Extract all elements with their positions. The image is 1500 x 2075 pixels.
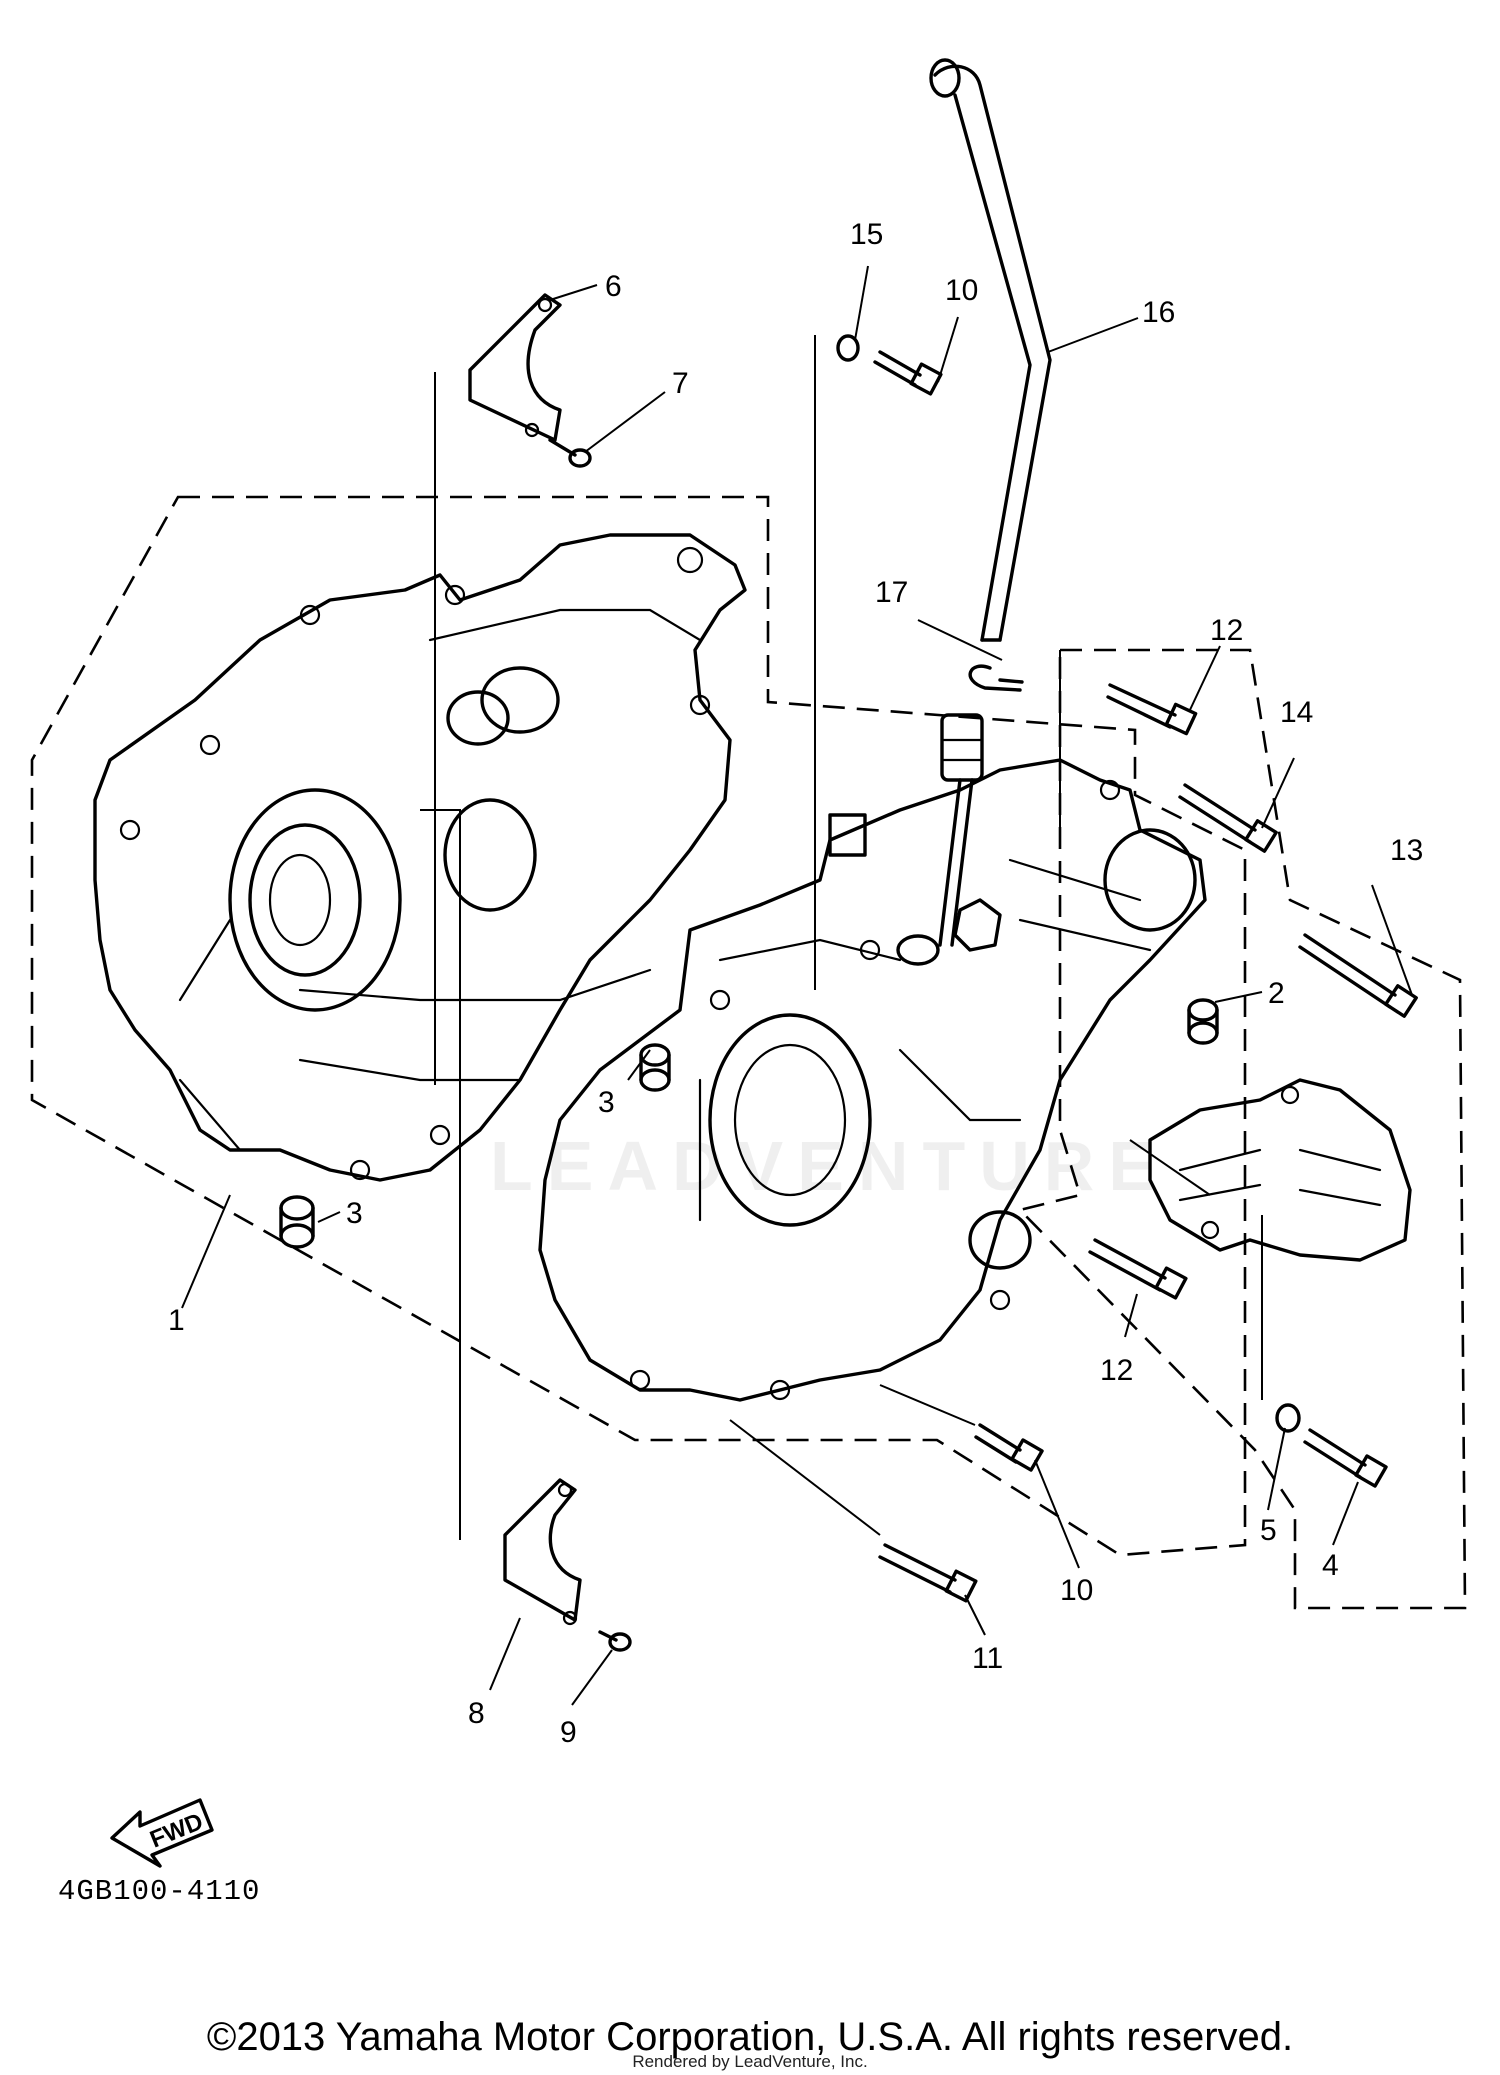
- callout-10-lower: 10: [1060, 1574, 1093, 1607]
- bolt-10-lower: [974, 1423, 1044, 1472]
- left-crankcase-assembly-outline: [30, 495, 1247, 1557]
- plate-6: [468, 293, 562, 442]
- callout-10-upper: 10: [945, 274, 978, 307]
- callout-leaders: [181, 265, 1413, 1706]
- plate-8: [503, 1478, 582, 1626]
- side-cover: [1148, 1078, 1412, 1262]
- callout-6: 6: [605, 270, 622, 303]
- callout-7: 7: [672, 367, 689, 400]
- copyright-notice: ©2013 Yamaha Motor Corporation, U.S.A. A…: [206, 2015, 1294, 2059]
- callout-3-upper: 3: [598, 1086, 615, 1119]
- callout-4: 4: [1322, 1549, 1339, 1582]
- right-cover-assembly-outline: [1017, 648, 1467, 1610]
- bolt-10-upper: [873, 350, 943, 396]
- fwd-arrow: FWD: [110, 1798, 214, 1868]
- washer-15: [836, 334, 860, 362]
- screw-7: [548, 438, 592, 468]
- callout-12-lower: 12: [1100, 1354, 1133, 1387]
- breather-hose-16: [929, 58, 1052, 642]
- bolt-11: [878, 1543, 978, 1603]
- bolt-13: [1298, 933, 1418, 1018]
- bolt-14: [1178, 783, 1278, 853]
- screw-9: [598, 1630, 632, 1652]
- callout-11: 11: [972, 1642, 1003, 1675]
- dowel-pin-3-lower: [279, 1195, 315, 1249]
- hose-fitting: [896, 713, 984, 966]
- washer-5: [1275, 1403, 1301, 1433]
- rendered-by-note: Rendered by LeadVenture, Inc.: [632, 2052, 868, 2071]
- left-crankcase: [93, 533, 747, 1182]
- callout-17: 17: [875, 576, 908, 609]
- callout-12-upper: 12: [1210, 614, 1243, 647]
- right-crankcase: [538, 758, 1207, 1402]
- watermark-text: LEADVENTURE: [490, 1127, 1169, 1205]
- callout-5: 5: [1260, 1514, 1277, 1547]
- callout-2: 2: [1268, 977, 1285, 1010]
- hose-clip-17: [968, 664, 1024, 692]
- callout-1: 1: [168, 1304, 185, 1337]
- callout-14: 14: [1280, 696, 1313, 729]
- dowel-pin-2: [1187, 998, 1219, 1045]
- bolt-4: [1303, 1428, 1388, 1488]
- callout-3-lower: 3: [346, 1197, 363, 1230]
- diagram-code: 4GB100-4110: [58, 1875, 261, 1908]
- callout-8: 8: [468, 1697, 485, 1730]
- callout-16: 16: [1142, 296, 1175, 329]
- bolt-12-lower: [1088, 1238, 1188, 1300]
- fwd-label: FWD: [146, 1808, 207, 1854]
- bolt-12-upper: [1106, 683, 1198, 736]
- dowel-pin-3-upper: [639, 1043, 671, 1092]
- callout-13: 13: [1390, 834, 1423, 867]
- callout-9: 9: [560, 1716, 577, 1749]
- callout-labels: 1 2 3 3 4 5 6 7 8 9 10 10 11 12 12 13 14…: [168, 218, 1423, 1749]
- callout-15: 15: [850, 218, 883, 251]
- reference-lines: [420, 335, 1263, 1540]
